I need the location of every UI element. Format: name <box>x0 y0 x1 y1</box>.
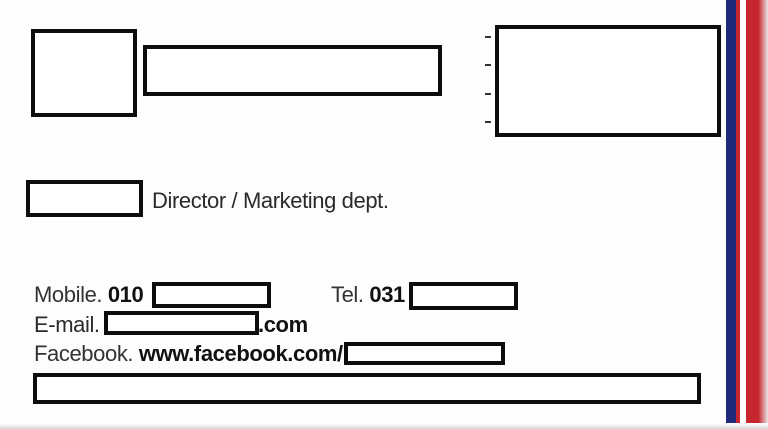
tick-mark <box>485 64 491 66</box>
redacted-person-name <box>26 180 143 217</box>
facebook-label: Facebook. <box>34 341 134 366</box>
card-bottom-edge <box>0 423 768 429</box>
blue-stripe <box>726 0 736 429</box>
redacted-facebook-handle <box>344 342 505 365</box>
redacted-mobile-number <box>152 282 271 308</box>
job-title: Director / Marketing dept. <box>152 188 389 213</box>
tick-mark <box>485 93 491 95</box>
tel-prefix: 031 <box>369 282 405 307</box>
white-gap <box>740 0 746 429</box>
redacted-tel-number <box>409 282 518 310</box>
redacted-bottom-address <box>33 373 701 404</box>
email-suffix: .com <box>258 312 308 337</box>
mobile-line: Mobile. 010 <box>34 282 144 308</box>
tel-line: Tel. 031 <box>331 282 405 308</box>
tel-label: Tel. <box>331 282 364 307</box>
tick-mark <box>485 36 491 38</box>
redacted-email <box>104 311 259 335</box>
mobile-label: Mobile. <box>34 282 103 307</box>
email-label: E-mail. <box>34 312 100 337</box>
redacted-logo <box>31 29 137 117</box>
mobile-prefix: 010 <box>107 282 144 307</box>
redacted-company-name <box>143 45 442 96</box>
tick-mark <box>485 121 491 123</box>
facebook-line: Facebook. www.facebook.com/ <box>34 341 343 367</box>
facebook-url-prefix: www.facebook.com/ <box>138 341 343 366</box>
redacted-address-block <box>495 25 721 137</box>
